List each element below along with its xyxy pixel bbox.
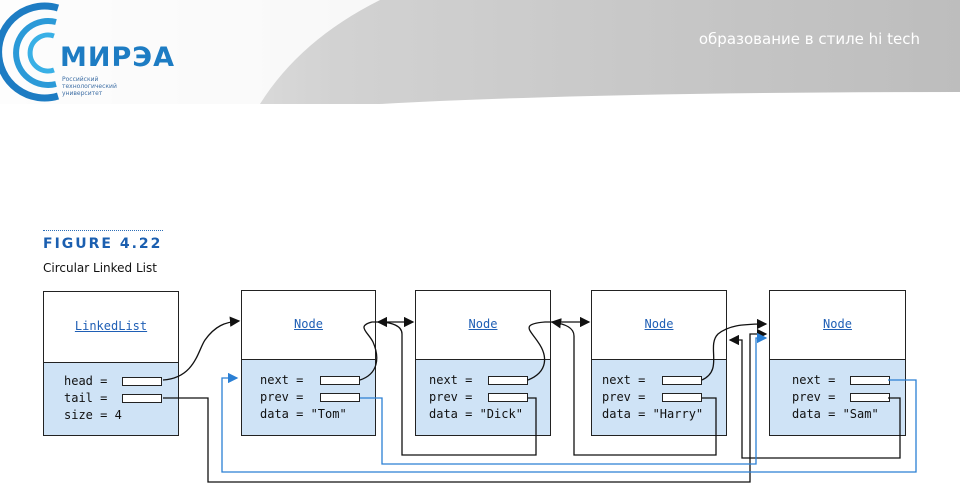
next-label: next = [260,373,304,387]
head-pointer-box [122,377,162,386]
sam-prev-link [728,334,901,459]
node-tom: Node next = prev = data = "Tom" [241,290,376,436]
figure-divider [43,230,163,231]
size-field: size = 4 [64,408,122,422]
tail-label: tail = [64,391,108,405]
node-harry: Node next = prev = data = "Harry" [591,290,727,436]
dick-prev-link [376,316,537,456]
data-field: data = "Tom" [260,407,347,421]
next-pointer-box [662,376,702,385]
sam-next-link [221,372,917,473]
header-banner [0,0,960,104]
head-label: head = [64,374,108,388]
head-link [162,316,241,381]
data-field: data = "Harry" [602,407,704,421]
dick-next-link [527,316,591,381]
logo-name: МИРЭА [60,42,175,73]
prev-pointer-box [320,393,360,402]
prev-label: prev = [602,390,646,404]
prev-pointer-box [488,393,528,402]
prev-pointer-box [662,393,702,402]
tom-prev-link [360,332,768,465]
figure-label: FIGURE 4.22 [43,236,163,252]
slogan: образование в стиле hi tech [698,30,920,48]
linkedlist-box: LinkedList head = tail = size = 4 [43,291,179,436]
data-field: data = "Dick" [429,407,523,421]
node-title: Node [823,317,852,331]
next-label: next = [602,373,646,387]
node-title: Node [468,317,498,331]
tail-link [163,328,768,483]
prev-label: prev = [260,390,304,404]
next-pointer-box [488,376,528,385]
next-pointer-box [320,376,360,385]
linkedlist-title: LinkedList [74,319,148,333]
next-label: next = [792,373,836,387]
tail-pointer-box [122,394,162,403]
node-sam: Node next = prev = data = "Sam" [769,290,906,436]
node-title: Node [294,317,323,331]
mirea-logo-icon [0,2,60,102]
tom-next-link [359,316,415,381]
node-dick: Node next = prev = data = "Dick" [415,290,551,436]
prev-label: prev = [429,390,473,404]
prev-label: prev = [792,390,836,404]
harry-prev-link [550,318,717,456]
logo-subtitle: Российский технологический университет [62,76,117,97]
next-label: next = [429,373,473,387]
figure-caption: Circular Linked List [43,261,157,275]
harry-next-link [701,318,768,381]
data-field: data = "Sam" [792,407,879,421]
node-title: Node [644,317,674,331]
